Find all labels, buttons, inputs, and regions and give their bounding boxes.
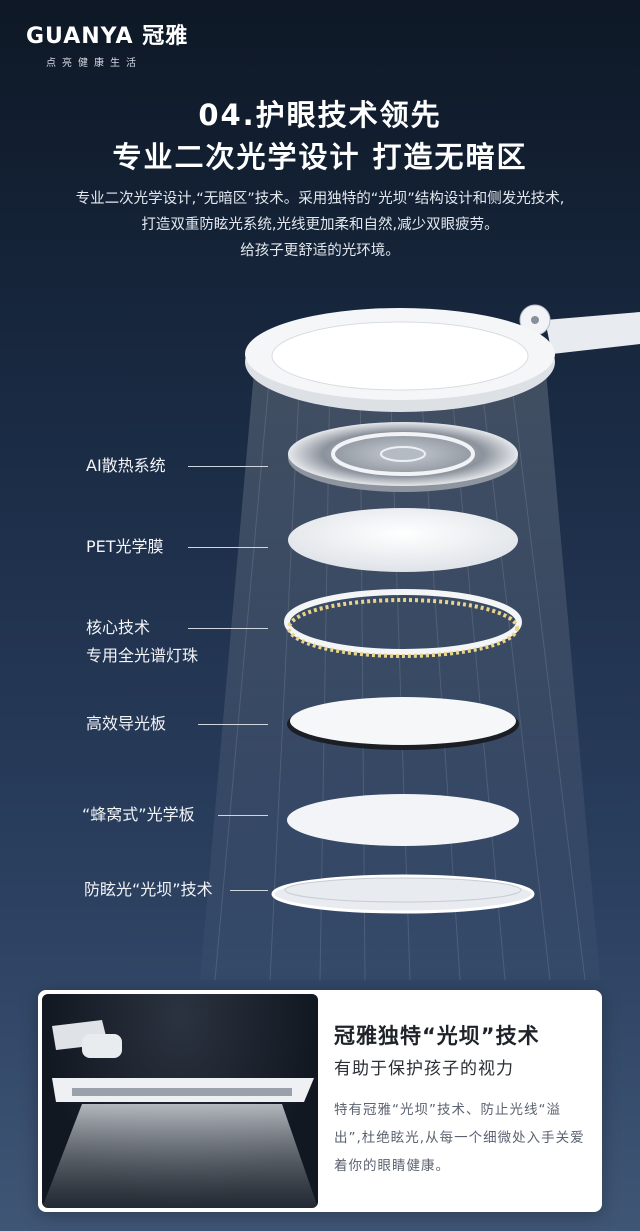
brand-tagline: 点亮健康生活 — [46, 58, 142, 69]
led-ring-layer — [284, 589, 522, 658]
brand-logo: GUANYA 冠雅 点亮健康生活 — [26, 24, 188, 69]
description-line-2: 打造双重防眩光系统,光线更加柔和自然,减少双眼疲劳。 — [141, 217, 499, 233]
section-title: 04.护眼技术领先 — [198, 98, 442, 132]
label-light-dam: 防眩光“光坝”技术 — [84, 880, 213, 899]
light-dam-photo — [42, 994, 318, 1208]
heat-sink-layer — [288, 422, 518, 492]
label-honeycomb-plate: “蜂窝式”光学板 — [82, 805, 195, 824]
light-guide-plate-layer — [287, 697, 519, 750]
leader-line — [230, 890, 268, 891]
leader-line — [218, 815, 268, 816]
lamp-arm — [519, 304, 640, 354]
description-line-3: 给孩子更舒适的光环境。 — [240, 243, 400, 259]
lamp-closeup — [42, 1020, 318, 1208]
label-light-guide-plate: 高效导光板 — [86, 714, 167, 733]
section-subtitle: 专业二次光学设计 打造无暗区 — [112, 140, 528, 174]
feature-card: 冠雅独特“光坝”技术 有助于保护孩子的视力 特有冠雅“光坝”技术、防止光线“溢出… — [38, 990, 602, 1212]
card-description: 特有冠雅“光坝”技术、防止光线“溢出”,杜绝眩光,从每一个细微处入手关爱着你的眼… — [334, 1102, 585, 1174]
label-ai-cooling: AI散热系统 — [86, 456, 166, 475]
card-title: 冠雅独特“光坝”技术 — [334, 1024, 540, 1048]
leader-line — [188, 466, 268, 467]
label-core-tech: 核心技术 — [86, 618, 151, 637]
card-subtitle: 有助于保护孩子的视力 — [334, 1059, 514, 1079]
label-pet-film: PET光学膜 — [86, 537, 164, 556]
pet-film-layer — [288, 508, 518, 572]
leader-line — [188, 628, 268, 629]
lamp-exploded-view — [0, 290, 640, 981]
description-line-1: 专业二次光学设计,“无暗区”技术。采用独特的“光坝”结构设计和侧发光技术, — [75, 191, 565, 207]
honeycomb-plate-layer — [287, 794, 519, 846]
brand-name: GUANYA 冠雅 — [26, 24, 189, 49]
lamp-head — [245, 308, 555, 412]
leader-line — [188, 547, 268, 548]
leader-line — [198, 724, 268, 725]
light-dam-layer — [271, 874, 535, 914]
description: 专业二次光学设计,“无暗区”技术。采用独特的“光坝”结构设计和侧发光技术, 打造… — [0, 186, 640, 264]
lamp-illustration — [200, 304, 640, 981]
label-full-spectrum-led: 专用全光谱灯珠 — [86, 646, 199, 665]
